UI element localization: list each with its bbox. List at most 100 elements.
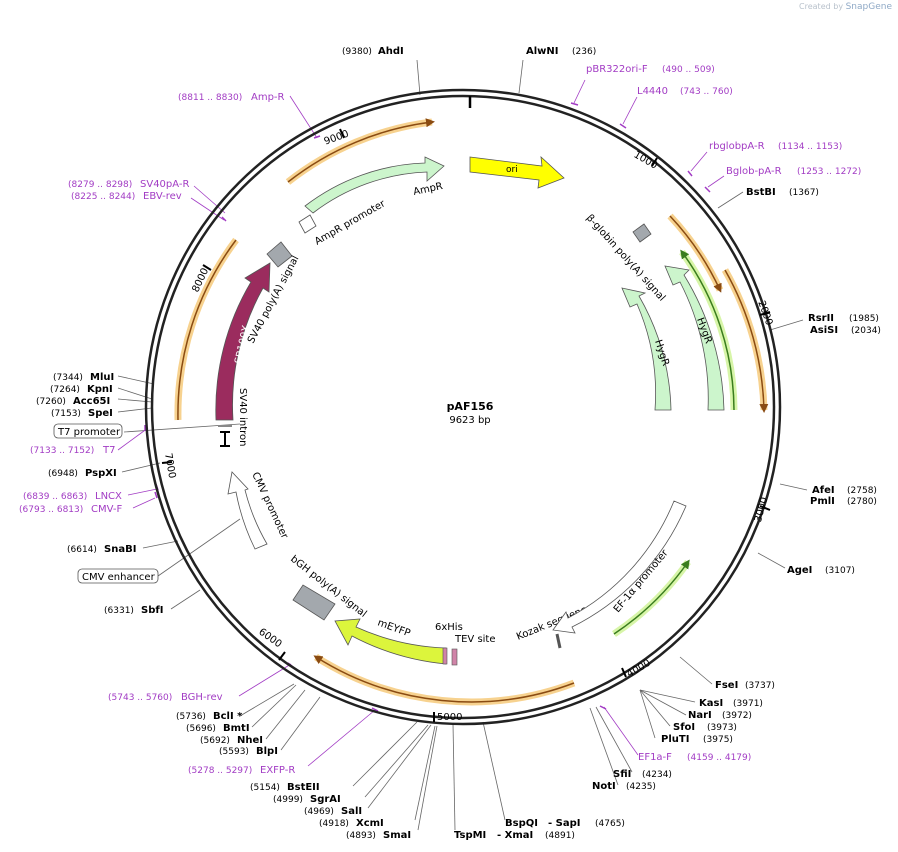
site-bmti[interactable]: BmtI: [223, 723, 250, 734]
site-asisi[interactable]: AsiSI: [810, 325, 838, 336]
bgh-polya-feature[interactable]: [292, 584, 336, 621]
site-noti-pos: (4235): [626, 782, 656, 792]
ori-mark-icon: [220, 431, 230, 447]
site-kpni[interactable]: KpnI: [87, 384, 113, 395]
site-spei[interactable]: SpeI: [88, 408, 113, 419]
primer-bglobpa[interactable]: Bglob-pA-R: [726, 166, 782, 177]
hygr-feature-2[interactable]: [664, 265, 725, 411]
site-bstbi-pos: (1367): [789, 188, 819, 198]
primer-pbr322ori-range: (490 .. 509): [662, 65, 715, 75]
site-pmli[interactable]: PmlI: [810, 496, 835, 507]
site-tspmi[interactable]: TspMI: [454, 830, 486, 841]
ori-feature[interactable]: [469, 155, 565, 189]
tick-label-7000: 7000: [162, 452, 177, 479]
tick-label-6000: 6000: [256, 627, 283, 651]
sv40-polya-feature[interactable]: [266, 241, 293, 268]
tev-site-feature[interactable]: [451, 648, 458, 666]
primer-pbr322ori[interactable]: pBR322ori-F: [586, 64, 648, 75]
primer-ef1af[interactable]: EF1a-F: [638, 752, 672, 763]
primer-exfpr[interactable]: EXFP-R: [260, 765, 295, 776]
site-afei[interactable]: AfeI: [812, 485, 835, 496]
tick-label-4000: 4000: [625, 658, 653, 680]
his-tag-label: 6xHis: [435, 622, 463, 633]
site-xmai-pos: (4891): [545, 831, 575, 841]
primer-rbglobpa-range: (1134 .. 1153): [778, 142, 842, 152]
bglobin-polya-feature[interactable]: [632, 223, 652, 243]
site-xmai[interactable]: - XmaI: [497, 830, 533, 841]
cmv-enhancer-label: CMV enhancer: [82, 572, 156, 583]
site-xcmi-pos: (4918): [319, 819, 349, 829]
site-bsteii[interactable]: BstEII: [287, 782, 320, 793]
ampr-label: AmpR: [412, 181, 444, 198]
site-bspqi[interactable]: BspQI: [505, 818, 538, 829]
site-pspxi[interactable]: PspXI: [85, 468, 117, 479]
ori-label: ori: [506, 165, 518, 175]
site-pluti[interactable]: PluTI: [661, 734, 689, 745]
site-nari[interactable]: NarI: [688, 710, 712, 721]
site-snabi[interactable]: SnaBI: [104, 544, 136, 555]
meyfp-label: mEYFP: [376, 617, 412, 639]
ampr-promoter-feature[interactable]: [298, 214, 317, 234]
site-xcmi[interactable]: XcmI: [356, 818, 384, 829]
site-sali[interactable]: SalI: [341, 806, 362, 817]
site-sfoi-pos: (3973): [707, 723, 737, 733]
primer-lncx[interactable]: LNCX: [95, 491, 122, 502]
site-noti[interactable]: NotI: [592, 781, 616, 792]
primer-ebvrev[interactable]: EBV-rev: [143, 191, 182, 202]
credit-text: Created by: [799, 2, 844, 11]
primer-ampr[interactable]: Amp-R: [251, 92, 285, 103]
cmv-promoter-feature[interactable]: [227, 471, 268, 550]
kozak-feature[interactable]: [555, 633, 562, 649]
site-kasi-pos: (3971): [733, 699, 763, 709]
site-sbfi[interactable]: SbfI: [141, 605, 163, 616]
site-ahdi[interactable]: AhdI: [378, 46, 404, 57]
primer-lncx-range: (6839 .. 6863): [23, 492, 87, 502]
site-bcli-pos: (5736): [176, 712, 206, 722]
green-arcs: [612, 249, 738, 637]
t7-promoter-box[interactable]: [53, 423, 123, 439]
site-smai-pos: (4893): [346, 831, 376, 841]
site-sapi[interactable]: - SapI: [548, 818, 580, 829]
cmv-enhancer-box[interactable]: [77, 568, 159, 584]
site-rsrii[interactable]: RsrII: [808, 313, 834, 324]
sv40-intron-feature[interactable]: [218, 425, 232, 427]
his-tag-feature[interactable]: [442, 647, 448, 665]
primer-rbglobpa[interactable]: rbglobpA-R: [709, 141, 765, 152]
primer-t7[interactable]: T7: [102, 445, 115, 456]
site-pmli-pos: (2780): [847, 497, 877, 507]
meyfp-feature[interactable]: [334, 618, 447, 665]
site-acc65i-pos: (7260): [36, 397, 66, 407]
site-acc65i[interactable]: Acc65I: [73, 396, 110, 407]
site-agei[interactable]: AgeI: [787, 565, 812, 576]
site-sfoi[interactable]: SfoI: [673, 722, 695, 733]
site-blpi[interactable]: BlpI: [256, 746, 278, 757]
site-nhei[interactable]: NheI: [237, 735, 263, 746]
ef1a-promoter-feature[interactable]: [552, 500, 687, 634]
site-afei-pos: (2758): [847, 486, 877, 496]
site-mlui[interactable]: MluI: [90, 372, 114, 383]
primer-bghrev-range: (5743 .. 5760): [108, 693, 172, 703]
orf-arcs: [174, 118, 769, 706]
site-kasi[interactable]: KasI: [699, 698, 723, 709]
site-bcli[interactable]: BclI *: [213, 711, 243, 722]
site-alwni[interactable]: AlwNI: [526, 46, 559, 57]
site-kpni-pos: (7264): [50, 385, 80, 395]
primer-bghrev[interactable]: BGH-rev: [181, 692, 223, 703]
site-smai[interactable]: SmaI: [383, 830, 411, 841]
primer-cmvf[interactable]: CMV-F: [91, 504, 122, 515]
site-sfii[interactable]: SfiI: [613, 769, 631, 780]
site-agei-pos: (3107): [825, 566, 855, 576]
site-sapi-pos: (4765): [595, 819, 625, 829]
sb100x-feature[interactable]: [215, 262, 271, 421]
kozak-label: Kozak sequence: [515, 602, 594, 642]
primer-l4440[interactable]: L4440: [637, 86, 668, 97]
site-bstbi[interactable]: BstBI: [746, 187, 776, 198]
hygr-feature-1[interactable]: [621, 287, 672, 411]
ampr-feature[interactable]: [304, 156, 445, 214]
site-snabi-pos: (6614): [67, 545, 97, 555]
site-fsei[interactable]: FseI: [715, 680, 738, 691]
primer-sv40par[interactable]: SV40pA-R: [140, 179, 189, 190]
site-sgrai-pos: (4999): [273, 795, 303, 805]
ticks: [161, 128, 771, 722]
site-sgrai[interactable]: SgrAI: [310, 794, 341, 805]
